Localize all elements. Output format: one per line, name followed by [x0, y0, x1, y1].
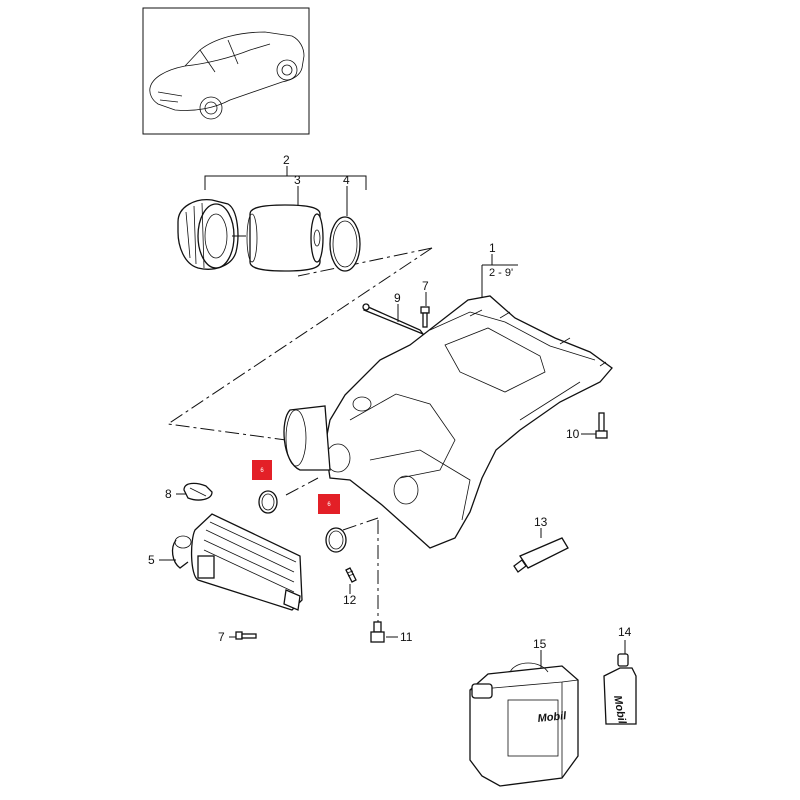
callout-9: 9	[394, 291, 401, 305]
dipstick-guide	[362, 303, 425, 336]
callout-15: 15	[533, 637, 547, 651]
callout-13: 13	[534, 515, 548, 529]
callout-3: 3	[294, 173, 301, 187]
canister-brand-label: Mobil	[537, 710, 568, 725]
oil-cooler	[171, 513, 303, 611]
callout-7-lower: 7	[218, 630, 225, 644]
callout-8: 8	[165, 487, 172, 501]
bracket-part-2	[204, 166, 367, 190]
callout-12: 12	[343, 593, 357, 607]
oil-filter-cap	[177, 199, 246, 270]
oil-canister: Mobil	[469, 662, 579, 787]
drain-bolt	[370, 621, 385, 643]
hose-clamp	[183, 482, 213, 501]
oil-pan	[283, 295, 613, 549]
bolt-lower	[235, 631, 257, 640]
callout-labels: 1 2 - 9' 2 3 4 5 7 7 8 9 10 11 12 13 14 …	[148, 153, 632, 651]
callout-14: 14	[618, 625, 632, 639]
callout-4: 4	[343, 173, 350, 187]
bracket-part-1	[481, 254, 518, 300]
bolt-upper	[420, 306, 430, 328]
bolt-right	[595, 412, 608, 439]
threaded-pin	[345, 567, 357, 583]
oil-bottle: Mobil	[603, 653, 637, 726]
car-icon	[149, 31, 305, 120]
bottle-brand-label: Mobil	[611, 694, 628, 725]
red-badge-2: 6	[318, 494, 340, 514]
callout-1: 1	[489, 241, 496, 255]
oil-filter-element	[246, 204, 324, 272]
filter-o-ring	[329, 216, 361, 272]
callout-5: 5	[148, 553, 155, 567]
callout-2: 2	[283, 153, 290, 167]
leader-lines	[159, 186, 626, 668]
gasket-left	[258, 490, 278, 514]
sealant-tube	[513, 537, 569, 573]
callout-11: 11	[400, 630, 413, 644]
callout-1-range: 2 - 9'	[489, 267, 513, 279]
callout-10: 10	[566, 427, 580, 441]
vehicle-thumbnail	[142, 7, 310, 135]
badge-2-label: 6	[327, 502, 331, 508]
gasket-right	[325, 527, 347, 553]
red-badge-1: 6	[252, 460, 272, 480]
badge-1-label: 6	[260, 468, 264, 474]
callout-7-upper: 7	[422, 279, 429, 293]
